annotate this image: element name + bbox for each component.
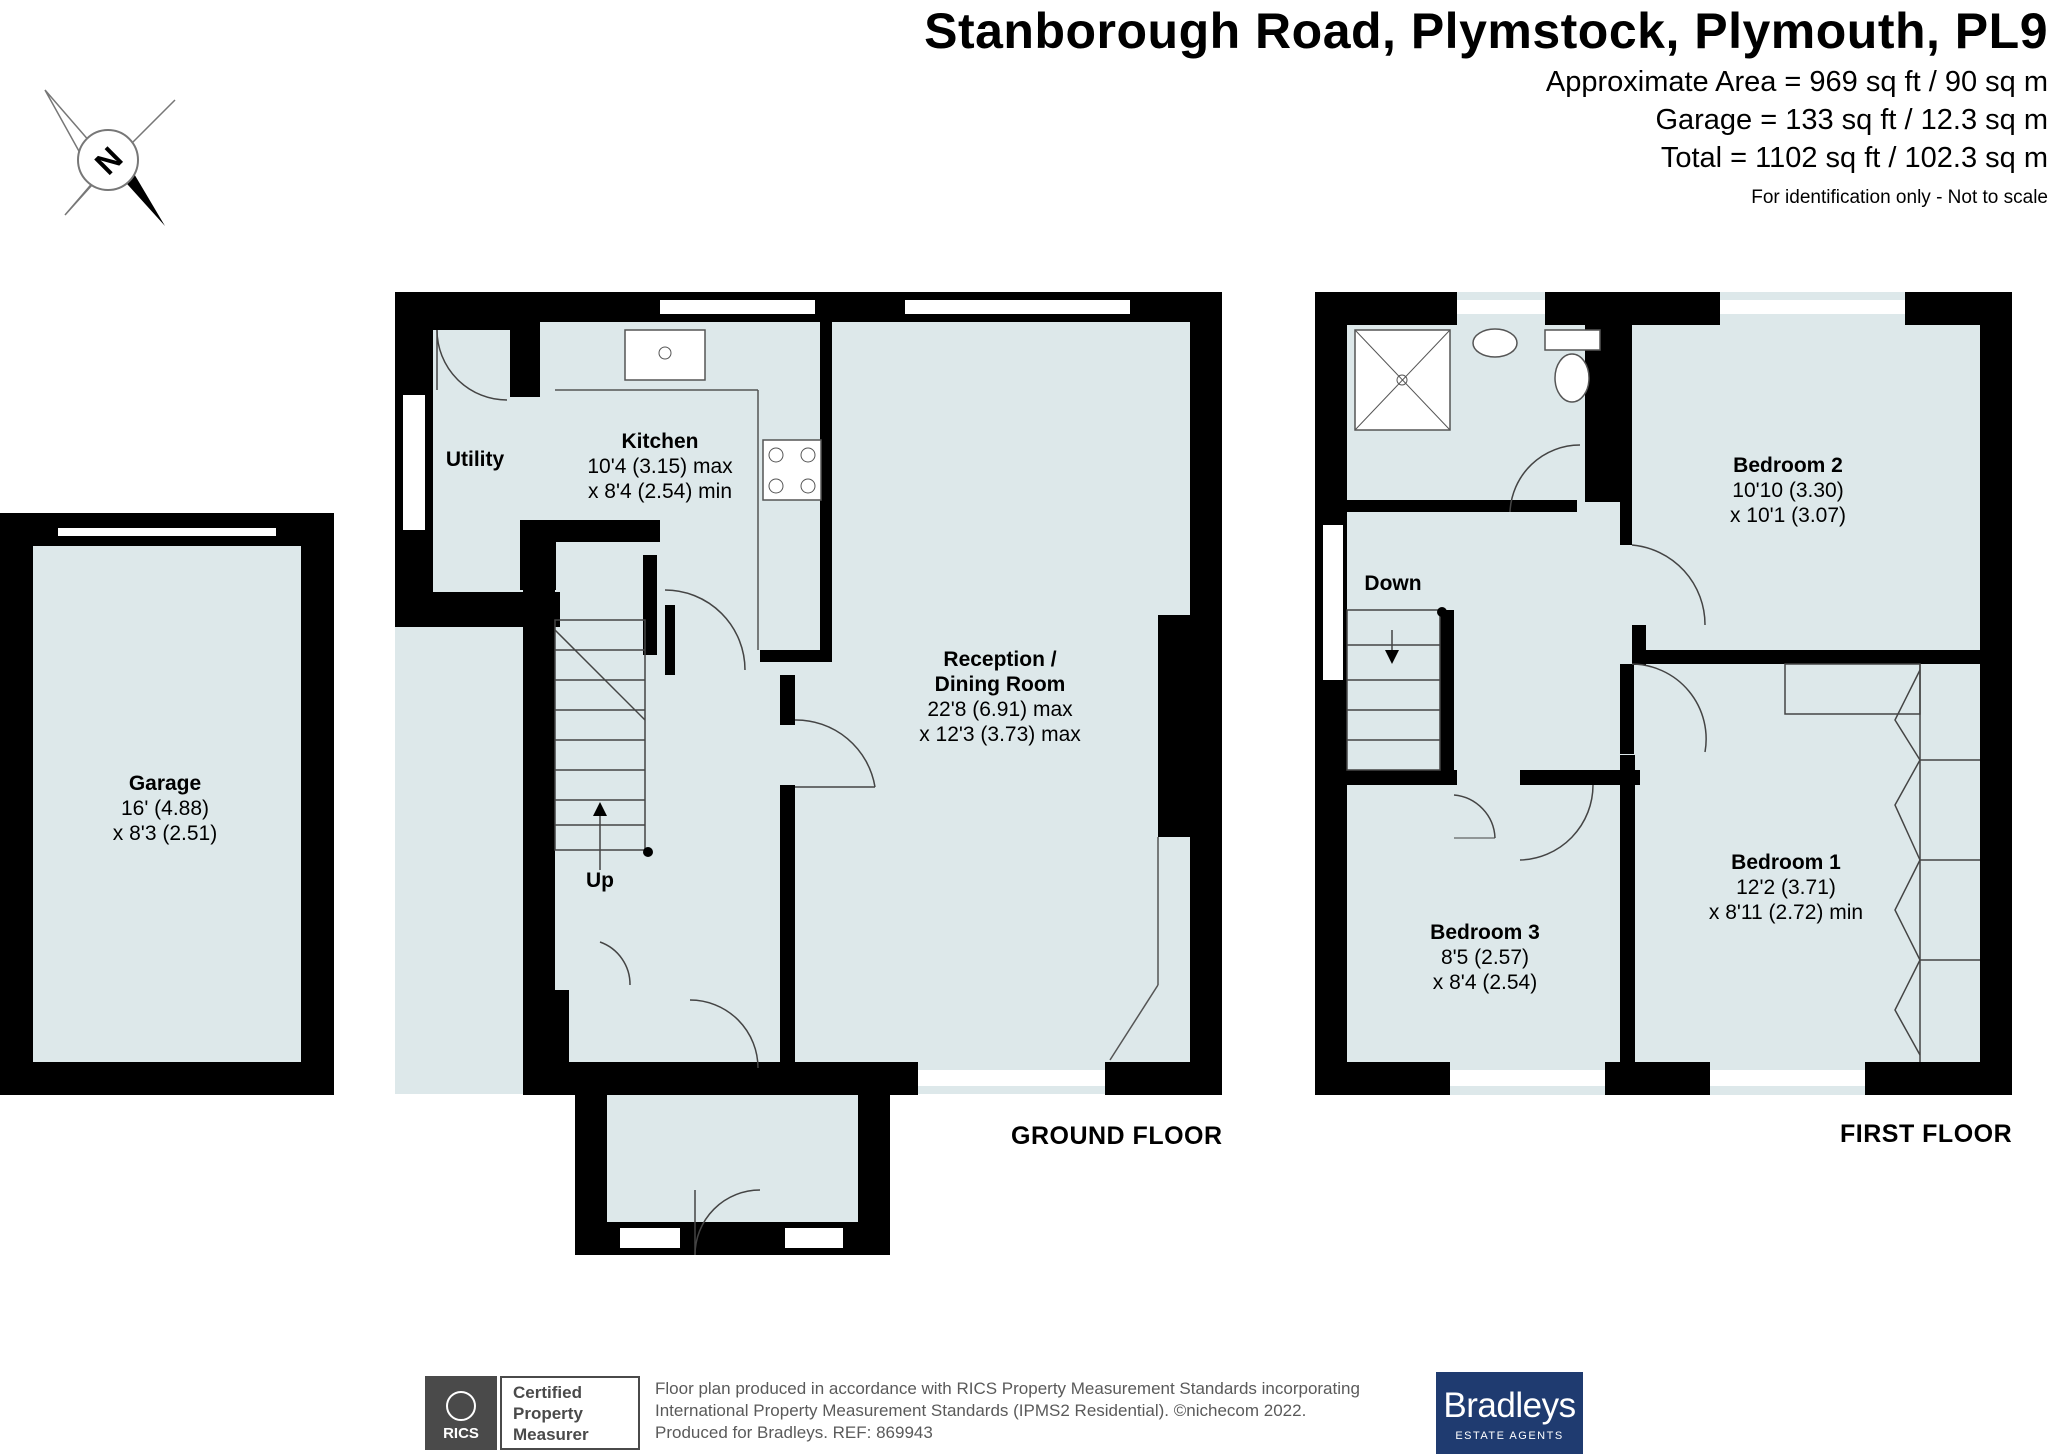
- garage-area: Garage = 133 sq ft / 12.3 sq m: [1655, 104, 2048, 136]
- ground-floor-plan: [395, 292, 1222, 1256]
- room-bedroom-3-dim-1: 8'5 (2.57): [1441, 946, 1529, 969]
- room-garage-dim-1: 16' (4.88): [121, 797, 209, 820]
- room-bedroom-3-dim-2: x 8'4 (2.54): [1433, 971, 1537, 994]
- room-bedroom-2-dim-2: x 10'1 (3.07): [1730, 504, 1846, 527]
- room-labels: Garage 16' (4.88) x 8'3 (2.51) Utility K…: [113, 430, 1863, 994]
- room-garage-dim-2: x 8'3 (2.51): [113, 822, 217, 845]
- room-bedroom-1-dim-2: x 8'11 (2.72) min: [1709, 901, 1863, 924]
- ground-floor-label: GROUND FLOOR: [1011, 1122, 1223, 1150]
- bradleys-agent-logo: Bradleys ESTATE AGENTS: [1436, 1372, 1583, 1454]
- stairs-down-label: Down: [1364, 572, 1421, 595]
- rics-line-1: Certified: [513, 1383, 582, 1402]
- scale-disclaimer: For identification only - Not to scale: [1751, 187, 2048, 208]
- room-bedroom-3-name: Bedroom 3: [1430, 921, 1540, 944]
- room-reception-dim-2: x 12'3 (3.73) max: [919, 723, 1081, 746]
- stairs-up-label: Up: [586, 869, 614, 892]
- room-bedroom-1-dim-1: 12'2 (3.71): [1736, 876, 1836, 899]
- room-reception-dim-1: 22'8 (6.91) max: [927, 698, 1073, 721]
- garage-outline: [0, 513, 334, 1095]
- agent-subtitle: ESTATE AGENTS: [1455, 1430, 1564, 1442]
- rics-brand-text: RICS: [443, 1425, 479, 1442]
- footer-line-2: International Property Measurement Stand…: [655, 1401, 1307, 1420]
- room-bedroom-2-dim-1: 10'10 (3.30): [1732, 479, 1843, 502]
- first-floor-plan: [1315, 292, 2012, 1095]
- agent-name: Bradleys: [1443, 1386, 1576, 1425]
- room-kitchen-name: Kitchen: [621, 430, 698, 453]
- room-bedroom-2-name: Bedroom 2: [1733, 454, 1843, 477]
- property-address: Stanborough Road, Plymstock, Plymouth, P…: [924, 3, 2048, 59]
- room-kitchen-dim-1: 10'4 (3.15) max: [587, 455, 733, 478]
- room-kitchen-dim-2: x 8'4 (2.54) min: [588, 480, 732, 503]
- compass-north-icon: N: [44, 89, 176, 226]
- rics-certified-badge: RICS Certified Property Measurer: [425, 1376, 640, 1450]
- total-area: Total = 1102 sq ft / 102.3 sq m: [1660, 142, 2048, 174]
- rics-line-2: Property: [513, 1404, 583, 1423]
- room-reception-name-1: Reception /: [943, 648, 1056, 671]
- room-bedroom-1-name: Bedroom 1: [1731, 851, 1841, 874]
- room-utility-name: Utility: [446, 448, 505, 471]
- room-reception-name-2: Dining Room: [935, 673, 1066, 696]
- room-garage-name: Garage: [129, 772, 201, 795]
- footer-disclaimer: Floor plan produced in accordance with R…: [655, 1378, 1435, 1444]
- first-floor-label: FIRST FLOOR: [1840, 1120, 2013, 1148]
- footer-line-3: Produced for Bradleys. REF: 869943: [655, 1423, 933, 1442]
- approximate-area: Approximate Area = 969 sq ft / 90 sq m: [1545, 66, 2048, 98]
- rics-line-3: Measurer: [513, 1425, 589, 1444]
- footer-line-1: Floor plan produced in accordance with R…: [655, 1379, 1360, 1398]
